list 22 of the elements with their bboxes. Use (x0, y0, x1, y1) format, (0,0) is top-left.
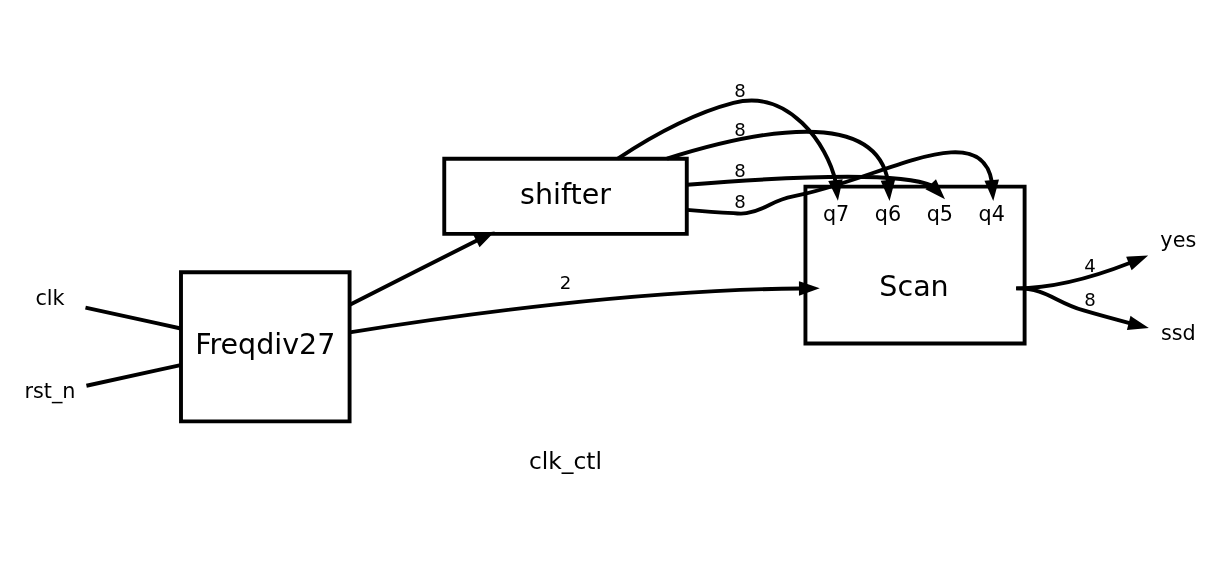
node-text: rst_n (24, 379, 76, 404)
arrow (1016, 286, 1149, 330)
node-text: clk (35, 285, 65, 310)
node-text: yes (1160, 227, 1197, 252)
connector (85, 305, 182, 331)
node-box: q7 q6 q5 q4 Scan (803, 184, 1027, 346)
edge-label: 8 (734, 191, 746, 213)
edge-label: 2 (559, 271, 572, 293)
node-box: Freqdiv27 (179, 270, 352, 424)
arrow (1016, 255, 1149, 291)
connector (86, 363, 181, 388)
edge-label: 8 (734, 79, 746, 101)
node-box: shifter (442, 156, 689, 236)
arrow (686, 150, 999, 216)
edge-label: 4 (1084, 254, 1096, 276)
edge-label: 8 (734, 118, 746, 140)
edge-label: 8 (734, 160, 746, 182)
arrow (349, 281, 820, 335)
label: clk_ctl (529, 447, 602, 476)
arrow (349, 231, 495, 307)
node-text: ssd (1160, 321, 1196, 346)
edge-label: 8 (1084, 288, 1096, 310)
